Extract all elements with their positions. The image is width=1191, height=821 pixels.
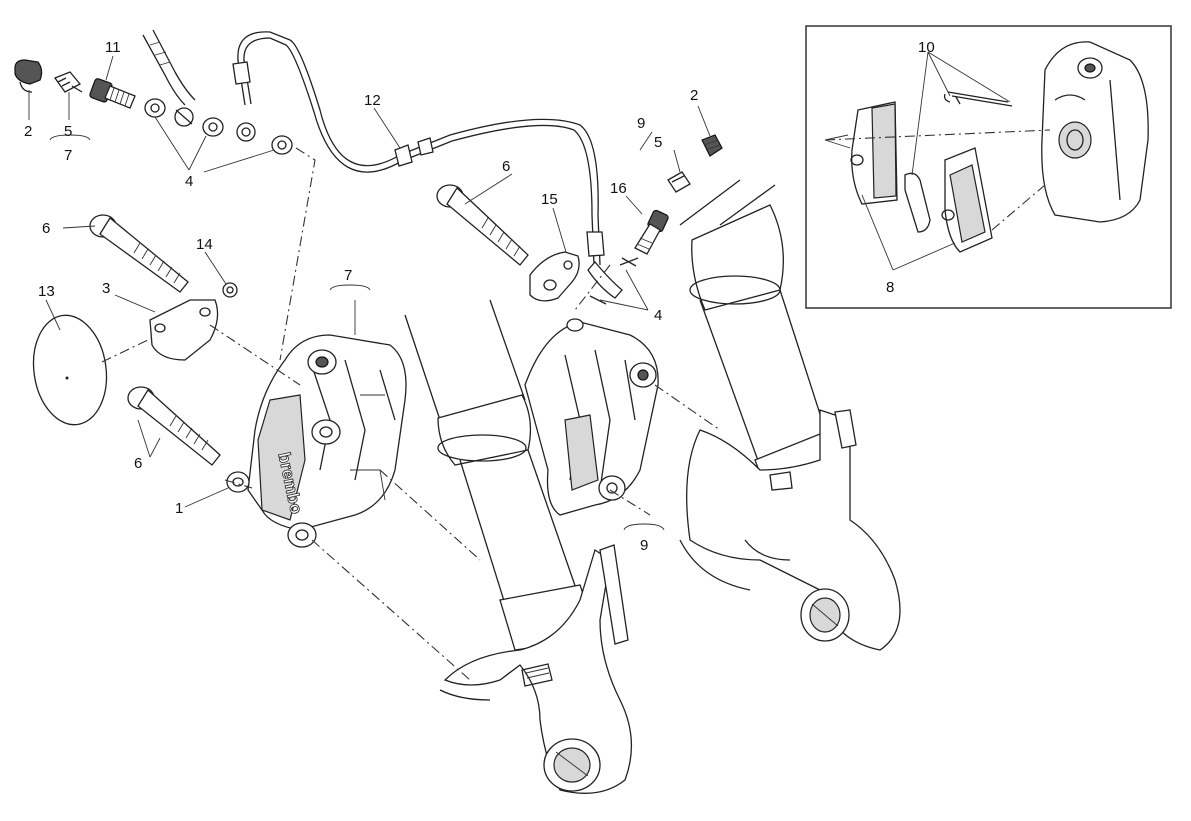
label-9-lower: 9 <box>640 537 648 554</box>
sealing-washers-4 <box>144 98 293 155</box>
label-15: 15 <box>541 191 558 208</box>
washers-4-right <box>589 257 637 305</box>
caliper-bolt-6-right <box>436 184 529 266</box>
label-5-left: 5 <box>64 123 72 140</box>
leader-lines <box>28 55 711 531</box>
banjo-bolt-16 <box>619 209 669 266</box>
label-1: 1 <box>175 500 183 517</box>
assembly-lines <box>101 147 721 681</box>
label-14: 14 <box>196 236 213 253</box>
bracket-3 <box>149 299 219 361</box>
right-fork-leg <box>679 179 901 651</box>
label-2-left: 2 <box>24 123 32 140</box>
right-brake-caliper <box>524 318 659 516</box>
label-8: 8 <box>886 279 894 296</box>
washer-1 <box>226 471 250 493</box>
caliper-bolt-6-lower <box>127 386 221 466</box>
label-11: 11 <box>105 39 121 56</box>
banjo-bolt-11 <box>89 78 136 109</box>
brake-hose <box>142 29 623 299</box>
label-10: 10 <box>918 39 935 56</box>
left-brake-caliper: brembo <box>247 334 407 548</box>
label-9-upper: 9 <box>637 115 645 132</box>
label-4-left: 4 <box>185 173 193 190</box>
label-16: 16 <box>610 180 627 197</box>
label-5-right: 5 <box>654 134 662 151</box>
label-3: 3 <box>102 280 110 297</box>
label-6-upper: 6 <box>42 220 50 237</box>
bleed-valve-5-right <box>667 171 691 193</box>
label-13: 13 <box>38 283 55 300</box>
part-labels: 2 5 7 11 4 12 6 14 13 3 6 1 7 6 15 16 9 … <box>24 39 935 554</box>
bleed-cap-2-right <box>701 134 723 157</box>
bleed-screw-cap-2 <box>14 59 43 93</box>
bleed-valve-5 <box>53 71 83 93</box>
label-4-right: 4 <box>654 307 662 324</box>
caliper-bolt-6-upper <box>89 214 189 293</box>
label-6-lower: 6 <box>134 455 142 472</box>
brake-pad-inset <box>805 25 1172 309</box>
label-6-right: 6 <box>502 158 510 175</box>
label-7-left: 7 <box>64 147 72 164</box>
label-7-caliper: 7 <box>344 267 352 284</box>
hose-bracket-15 <box>529 251 580 302</box>
cover-disc-13 <box>32 314 108 426</box>
left-fork-leg <box>404 299 633 794</box>
label-12: 12 <box>364 92 381 109</box>
nut-14 <box>222 282 238 298</box>
label-2-right: 2 <box>690 87 698 104</box>
